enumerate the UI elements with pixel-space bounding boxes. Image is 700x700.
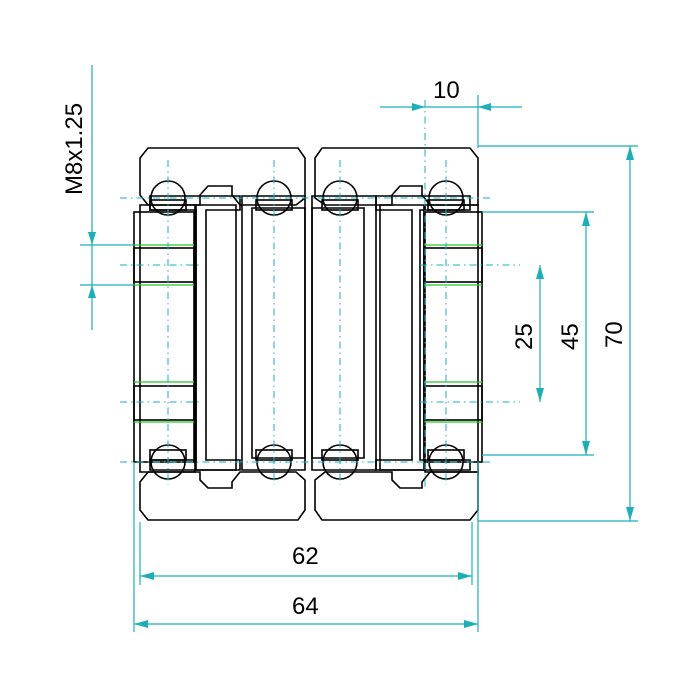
intermediate-member-right xyxy=(375,195,471,471)
mounting-plate-left xyxy=(133,211,195,463)
dim-10-label: 10 xyxy=(433,77,460,104)
dimension-45: 45 xyxy=(482,211,594,456)
dimension-25: 25 xyxy=(511,265,544,402)
dimension-64: 64 xyxy=(133,462,479,632)
ball-bearings xyxy=(149,180,465,480)
dimension-thread: M8x1.25 xyxy=(61,65,134,330)
dim-70-label: 70 xyxy=(601,321,628,348)
outer-member-right xyxy=(314,147,479,521)
dimension-62: 62 xyxy=(139,522,473,585)
intermediate-member-left xyxy=(149,195,241,471)
thread-label: M8x1.25 xyxy=(61,103,88,195)
center-lines xyxy=(120,100,520,490)
outer-member-left xyxy=(139,147,306,521)
dim-62-label: 62 xyxy=(292,543,319,570)
dim-25-label: 25 xyxy=(511,323,538,350)
dimension-10: 10 xyxy=(380,77,522,148)
dimension-70: 70 xyxy=(478,145,638,522)
dim-64-label: 64 xyxy=(292,593,319,620)
mounting-plate-right xyxy=(423,211,483,463)
inner-member-right xyxy=(311,195,377,471)
dim-45-label: 45 xyxy=(557,323,584,350)
